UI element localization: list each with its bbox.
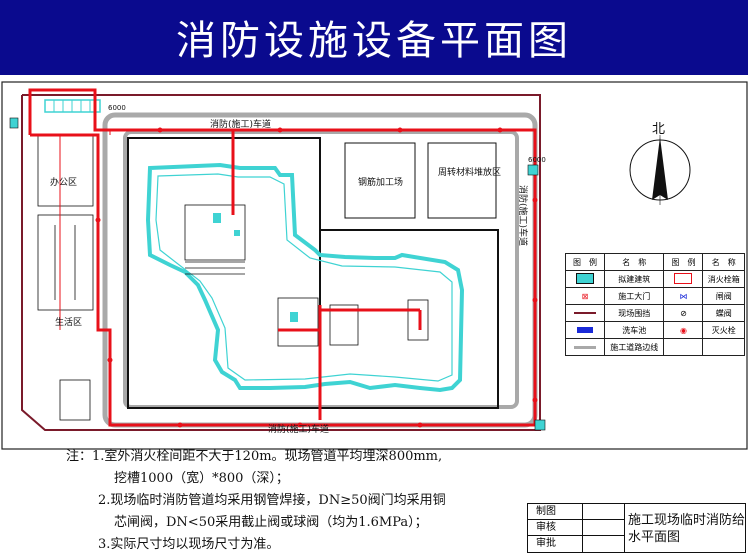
legend-header: 图 例 xyxy=(565,253,605,271)
dimension-right: 6000 xyxy=(528,156,546,164)
road-right-label: 消防(施工)车道 xyxy=(517,185,529,246)
building-cores xyxy=(184,204,429,347)
site-fence xyxy=(21,94,541,431)
title-block-label: 制图 xyxy=(528,504,583,520)
title-block-blank xyxy=(583,504,625,520)
legend-header: 名 称 xyxy=(702,253,745,271)
legend-label: 消火栓箱 xyxy=(702,270,745,288)
legend-header-row: 图 例 名 称 图 例 名 称 xyxy=(565,253,745,271)
legend-label: 拟建建筑 xyxy=(603,270,665,288)
legend-row: 洗车池 ◉ 灭火栓 xyxy=(565,321,745,339)
planned-building xyxy=(145,162,465,393)
office-label: 办公区 xyxy=(50,176,77,188)
legend-label: 现场围挡 xyxy=(603,304,665,322)
wash-pool-symbol xyxy=(565,321,605,339)
fire-pipe-thin xyxy=(59,130,111,330)
gate-valve-symbol: ⋈ xyxy=(663,287,704,305)
title-block-blank xyxy=(583,520,625,536)
material-yard-label: 周转材料堆放区 xyxy=(438,166,501,178)
note-line: 3.实际尺寸均以现场尺寸为准。 xyxy=(98,537,280,552)
butterfly-valve-symbol: ⊘ xyxy=(663,304,704,322)
note-line: 芯闸阀，DN<50采用截止阀或球阀（均为1.6MPa）； xyxy=(114,515,428,530)
notes: 注：1.室外消火栓间距不大于120m。现场管道平均埋深800mm, 挖槽1000… xyxy=(66,446,526,556)
dimension-top: 6000 xyxy=(108,104,126,112)
north-label: 北 xyxy=(652,122,665,137)
legend-label: 灭火栓 xyxy=(702,321,745,339)
hydrant-box-symbol xyxy=(663,270,704,288)
living-label: 生活区 xyxy=(55,316,82,328)
steel-yard xyxy=(344,142,416,219)
legend-header: 图 例 xyxy=(663,253,704,271)
steel-yard-label: 钢筋加工场 xyxy=(358,176,403,188)
legend-table: 图 例 名 称 图 例 名 称 拟建建筑 消火栓箱 ⊠ 施工大门 ⋈ 闸阀 现场… xyxy=(565,253,745,356)
page-title: 消防设施设备平面图 xyxy=(176,18,572,64)
title-bar: 消防设施设备平面图 xyxy=(0,0,748,75)
road-bottom-label: 消防(施工)车道 xyxy=(268,423,329,435)
legend-row: 拟建建筑 消火栓箱 xyxy=(565,270,745,288)
note-line: 挖槽1000（宽）*800（深）； xyxy=(114,471,289,486)
legend-label xyxy=(702,338,745,356)
note-line: 注：1.室外消火栓间距不大于120m。现场管道平均埋深800mm, xyxy=(66,449,443,464)
north-arrow: 北 xyxy=(629,122,691,205)
wash-pool-cells xyxy=(53,100,91,112)
legend-label: 洗车池 xyxy=(603,321,665,339)
road-edge-symbol xyxy=(565,338,605,356)
construction-boundary xyxy=(127,137,321,409)
planned-building-symbol xyxy=(565,270,605,288)
material-yard xyxy=(427,142,497,219)
planned-building-inner xyxy=(155,173,453,382)
fence-symbol xyxy=(565,304,605,322)
site-gates xyxy=(9,117,546,431)
legend-label: 施工大门 xyxy=(603,287,665,305)
gate-symbol: ⊠ xyxy=(565,287,605,305)
legend-label: 蝶阀 xyxy=(702,304,745,322)
site-plan: 消防(施工)车道 消防(施工)车道 消防(施工)车道 钢筋加工场 周转材料堆放区… xyxy=(1,81,748,450)
legend-label: 闸阀 xyxy=(702,287,745,305)
note-line: 2.现场临时消防管道均采用钢管焊接，DN≥50阀门均采用铜 xyxy=(98,493,446,508)
road-top-label: 消防(施工)车道 xyxy=(210,118,271,130)
fire-hydrants xyxy=(95,127,538,428)
title-block-label: 审批 xyxy=(528,536,583,552)
legend-row: ⊠ 施工大门 ⋈ 闸阀 xyxy=(565,287,745,305)
title-block-label: 审核 xyxy=(528,520,583,536)
legend-row: 施工道路边线 xyxy=(565,338,745,356)
legend-header: 名 称 xyxy=(603,253,665,271)
legend-row: 现场围挡 ⊘ 蝶阀 xyxy=(565,304,745,322)
hydrant-symbol: ◉ xyxy=(663,321,704,339)
drawing-border xyxy=(1,81,748,450)
title-block: 制图 审核 审批 施工现场临时消防给水平面图 xyxy=(527,503,746,553)
construction-boundary-right xyxy=(320,229,499,409)
title-block-blank xyxy=(583,536,625,552)
core-fills xyxy=(213,213,298,322)
legend-label: 施工道路边线 xyxy=(603,338,665,356)
legend-empty-cell xyxy=(663,338,704,356)
drawing-name: 施工现场临时消防给水平面图 xyxy=(628,513,746,545)
